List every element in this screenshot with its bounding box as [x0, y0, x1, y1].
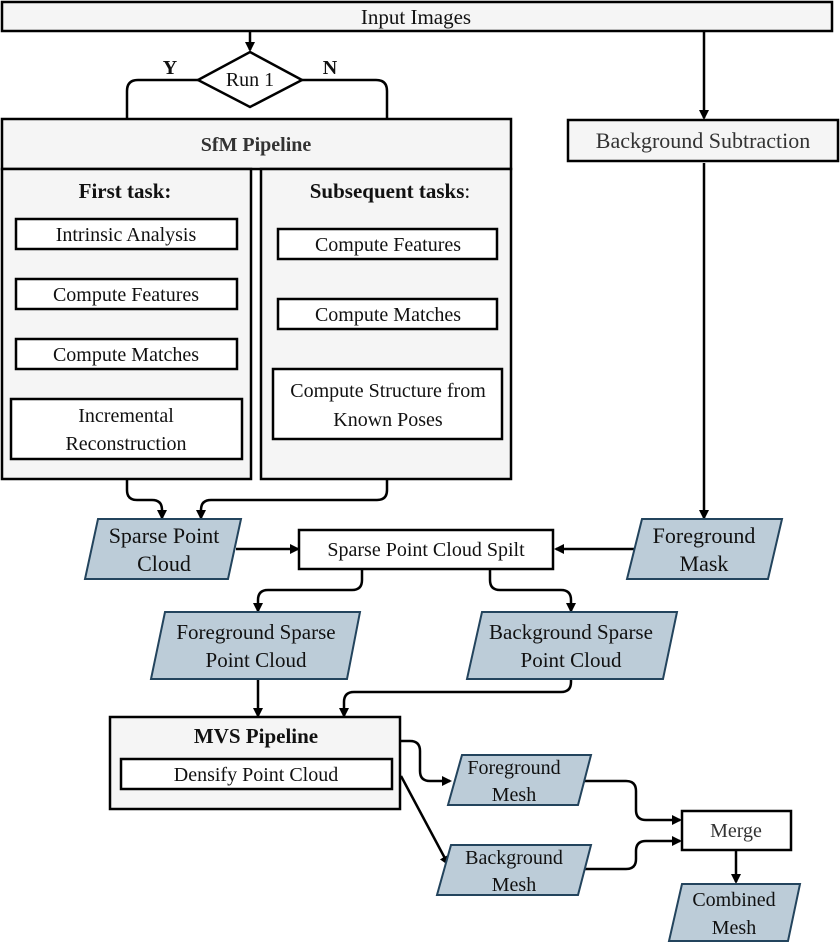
foreground-mask-node: Foreground Mask: [625, 518, 784, 580]
subsequent-tasks-colon: :: [464, 179, 470, 203]
run1-label: Run 1: [226, 69, 274, 91]
sparse-cloud-line2: Cloud: [137, 551, 191, 576]
mvs-step-densify: Densify Point Cloud: [174, 764, 338, 786]
yes-label: Y: [163, 57, 178, 79]
edge-mvs-to-bgmesh: [399, 775, 450, 866]
fg-sparse-line2: Point Cloud: [206, 648, 307, 672]
background-mesh-node: Background Mesh: [435, 844, 593, 896]
fg-mask-line2: Mask: [680, 551, 729, 576]
sfm-pipeline-title: SfM Pipeline: [201, 134, 312, 156]
fg-mask-line1: Foreground: [653, 523, 756, 548]
input-images-label: Input Images: [361, 5, 471, 29]
merge-node: Merge: [680, 809, 793, 852]
edge-split-to-fgsparse: [253, 570, 364, 613]
mvs-pipeline-title: MVS Pipeline: [194, 724, 318, 748]
edge-first-to-sparse: [125, 480, 167, 520]
subsequent-tasks-title-text: Subsequent tasks: [310, 179, 465, 203]
edge-mvs-to-fgmesh: [401, 739, 452, 786]
sparse-cloud-line1: Sparse Point: [109, 523, 220, 548]
split-label: Sparse Point Cloud Spilt: [327, 539, 525, 561]
input-images-node: Input Images: [0, 0, 834, 33]
first-step-features: Compute Features: [53, 284, 199, 306]
foreground-mesh-node: Foreground Mesh: [446, 754, 593, 806]
merge-label: Merge: [710, 820, 762, 842]
sub-step-features: Compute Features: [315, 234, 461, 256]
sparse-point-cloud-node: Sparse Point Cloud: [83, 518, 243, 580]
no-label: N: [323, 57, 338, 79]
subsequent-tasks-title: Subsequent tasks:: [310, 179, 471, 203]
edge-bgsparse-to-mvs: [339, 680, 573, 718]
bg-mesh-line2: Mesh: [492, 874, 536, 896]
sub-step-matches: Compute Matches: [315, 304, 461, 326]
edge-bgmesh-to-merge: [578, 836, 682, 871]
combined-mesh-line2: Mesh: [712, 917, 756, 939]
edge-run1-yes: [122, 78, 198, 169]
split-node: Sparse Point Cloud Spilt: [297, 528, 555, 571]
sfm-pipeline-group: SfM Pipeline First task: Intrinsic Analy…: [0, 117, 513, 481]
bg-sparse-line2: Point Cloud: [521, 648, 622, 672]
edge-run1-no: [302, 78, 392, 169]
bg-mesh-line1: Background: [465, 847, 563, 869]
edge-fgmesh-to-merge: [578, 779, 682, 825]
mvs-pipeline-group: MVS Pipeline Densify Point Cloud: [108, 715, 402, 811]
edge-sub-to-sparse: [196, 480, 389, 520]
combined-mesh-line1: Combined: [692, 889, 775, 911]
combined-mesh-node: Combined Mesh: [667, 883, 802, 942]
fg-sparse-line1: Foreground Sparse: [176, 620, 335, 644]
background-sparse-node: Background Sparse Point Cloud: [465, 611, 679, 680]
first-task-title: First task:: [79, 179, 172, 203]
first-step-incremental-line2: Reconstruction: [65, 433, 186, 455]
fg-mesh-line1: Foreground: [467, 757, 560, 779]
first-step-intrinsic: Intrinsic Analysis: [56, 224, 197, 246]
fg-mesh-line2: Mesh: [492, 784, 536, 806]
sub-step-structure-line2: Known Poses: [333, 409, 443, 431]
background-subtraction-label: Background Subtraction: [596, 128, 810, 153]
edge-split-to-bgsparse: [488, 570, 576, 613]
bg-sparse-line1: Background Sparse: [489, 620, 653, 644]
first-step-matches: Compute Matches: [53, 344, 199, 366]
foreground-sparse-node: Foreground Sparse Point Cloud: [149, 611, 362, 680]
background-subtraction-node: Background Subtraction: [566, 118, 840, 163]
run1-decision: Run 1 Y N: [163, 50, 338, 109]
sub-step-structure-line1: Compute Structure from: [290, 380, 486, 402]
first-step-incremental-line1: Incremental: [78, 405, 174, 427]
